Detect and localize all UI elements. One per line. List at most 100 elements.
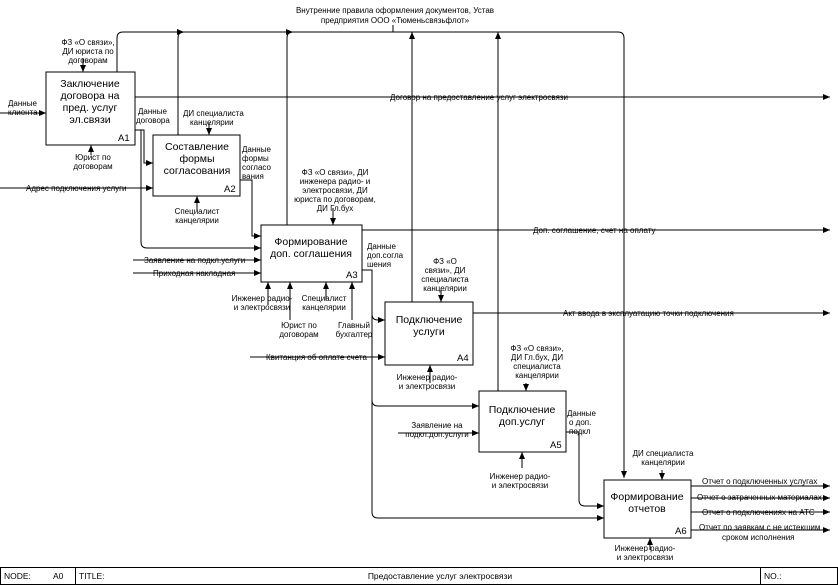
label-a3-data-out-2: доп.согла — [367, 251, 404, 260]
footer-bar: NODE: A0 TITLE: Предоставление услуг эле… — [0, 567, 838, 585]
label-a4-mech-2: и электросвязи — [399, 382, 456, 391]
label-a3-data-out-3: шения — [367, 260, 391, 269]
box-a3-title-2: доп. соглашения — [270, 248, 352, 260]
label-a4-mech-1: Инженер радио- — [397, 373, 458, 382]
box-a5-number: A5 — [550, 440, 562, 451]
arrow-labels: Внутренние правила оформления документов… — [8, 6, 822, 562]
label-a2-output-1: Данные — [242, 145, 271, 154]
label-a5-application-2: подкл.доп.услуги — [405, 430, 468, 439]
label-a1-control-1: ФЗ «О связи», — [61, 38, 114, 47]
label-a2-output-2: формы — [242, 154, 269, 163]
label-client-data-1: Данные — [8, 99, 37, 108]
box-a4-title-2: услуги — [413, 326, 445, 338]
label-a5-control-1: ФЗ «О связи», — [510, 344, 563, 353]
label-a1-control-2: ДИ юриста по — [62, 47, 114, 56]
box-a1-title-3: пред. услуг — [63, 102, 118, 114]
label-a3-control-2: инженера радио- и — [300, 177, 371, 186]
footer-title-label: TITLE: — [79, 571, 105, 581]
label-receipt: Квитанция об оплате счета — [266, 353, 367, 362]
box-a6-title-1: Формирование — [610, 491, 683, 503]
box-a2-title-3: согласования — [164, 165, 231, 177]
label-a2-output-3: согласо — [242, 163, 271, 172]
footer-number-label: NO.: — [764, 571, 781, 581]
box-a2-title-2: формы — [179, 153, 214, 165]
label-a6-output-3: Отчет о подключениях на АТС — [702, 508, 815, 517]
label-client-data-2: клиента — [8, 108, 38, 117]
label-a3-mech-specialist-1: Специалист — [302, 294, 347, 303]
box-a5: Подключение доп.услуг A5 — [478, 390, 567, 453]
label-a6-output-2: Отчет о затраченных материалах — [697, 493, 822, 502]
label-lawyer-1: Юрист по — [75, 153, 111, 162]
label-address: Адрес подключения услуги — [26, 184, 127, 193]
label-lawyer-2: договорам — [73, 162, 112, 171]
label-a2-control-2: канцелярии — [190, 118, 234, 127]
label-invoice: Приходная накладная — [153, 269, 235, 278]
label-top-control-2: предприятия ООО «Тюменьсвязьфлот» — [321, 16, 470, 25]
label-a6-mech-1: Инженер радио- — [615, 544, 676, 553]
box-a6: Формирование отчетов A6 — [603, 479, 692, 539]
label-a3-control-3: электросвязи, ДИ — [302, 186, 368, 195]
label-a1-control-3: договорам — [68, 56, 107, 65]
label-contract-data-2: договора — [136, 116, 170, 125]
footer-node-value: A0 — [53, 571, 64, 581]
label-a6-mech-2: и электросвязи — [617, 553, 674, 562]
box-a1: Заключение договора на пред. услуг эл.св… — [45, 71, 136, 146]
label-a5-output-3: подкл — [569, 427, 591, 436]
box-a3-title-1: Формирование — [274, 236, 347, 248]
label-a2-mech-2: канцелярии — [175, 216, 219, 225]
box-a1-number: A1 — [118, 133, 130, 144]
label-a5-output-2: о доп. — [569, 418, 591, 427]
label-a6-output-4: Отчет по заявкам с не истекшим — [699, 523, 820, 532]
label-a4-control-1: ФЗ «О — [433, 257, 457, 266]
label-contract-output: Договор на предоставление услуг электрос… — [390, 93, 568, 102]
label-a5-control-2: ДИ Гл.бух, ДИ — [511, 353, 563, 362]
label-a5-mech-2: и электросвязи — [492, 481, 549, 490]
label-a5-control-4: канцелярии — [515, 371, 559, 380]
label-a3-mech-accountant-1: Главный — [338, 321, 370, 330]
label-a3-control-5: ДИ Гл.бух — [317, 204, 354, 213]
label-a4-control-4: канцелярии — [423, 284, 467, 293]
box-a4-number: A4 — [457, 353, 469, 364]
label-a5-output-1: Данные — [567, 409, 596, 418]
box-a2-title-1: Составление — [165, 141, 229, 153]
label-a3-application: Заявление на подкл.услуги — [144, 256, 245, 265]
label-a2-output-4: вания — [242, 172, 264, 181]
label-a3-output: Доп. соглашение, счет на оплату — [533, 226, 656, 235]
footer-node-label: NODE: — [4, 571, 31, 581]
label-a3-control-1: ФЗ «О связи», ДИ — [302, 168, 369, 177]
label-a3-mech-accountant-2: бухгалтер — [336, 330, 373, 339]
label-a2-control-1: ДИ специалиста — [183, 109, 244, 118]
box-a2-number: A2 — [224, 184, 236, 195]
label-a3-data-out-1: Данные — [367, 242, 396, 251]
label-a6-output-5: сроком исполнения — [722, 533, 795, 542]
box-a5-title-1: Подключение — [489, 404, 556, 416]
label-a5-control-3: специалиста — [513, 362, 561, 371]
label-a5-mech-1: Инженер радио- — [490, 472, 551, 481]
label-a6-control-2: канцелярии — [641, 458, 685, 467]
box-a2: Составление формы согласования A2 — [152, 134, 241, 197]
box-a4-title-1: Подключение — [396, 314, 463, 326]
box-a1-title-4: эл.связи — [69, 114, 110, 126]
box-a5-title-2: доп.услуг — [499, 416, 545, 428]
label-a4-control-3: специалиста — [421, 275, 469, 284]
box-a3-number: A3 — [346, 270, 358, 281]
box-a1-title-1: Заключение — [60, 78, 120, 90]
box-a3: Формирование доп. соглашения A3 — [260, 224, 363, 283]
box-a6-number: A6 — [675, 526, 687, 537]
label-a4-control-2: связи», ДИ — [425, 266, 466, 275]
arrow-lines — [0, 25, 830, 550]
box-a6-title-2: отчетов — [628, 503, 666, 515]
label-a6-control-1: ДИ специалиста — [633, 449, 694, 458]
label-a3-mech-lawyer-1: Юрист по — [281, 321, 317, 330]
footer-title-value: Предоставление услуг электросвязи — [368, 571, 513, 581]
label-a5-application-1: Заявление на — [411, 421, 463, 430]
label-a6-output-1: Отчет о подключенных услугах — [702, 477, 817, 486]
label-a3-mech-engineer-1: Инженер радио- — [232, 294, 293, 303]
label-top-control-1: Внутренние правила оформления документов… — [296, 6, 494, 15]
box-a4: Подключение услуги A4 — [384, 301, 474, 366]
label-contract-data-1: Данные — [138, 107, 167, 116]
label-a3-control-4: юриста по договорам, — [294, 195, 376, 204]
label-a3-mech-engineer-2: и электросвязи — [234, 303, 291, 312]
label-act: Акт ввода в эксплуатацию точки подключен… — [563, 309, 734, 318]
